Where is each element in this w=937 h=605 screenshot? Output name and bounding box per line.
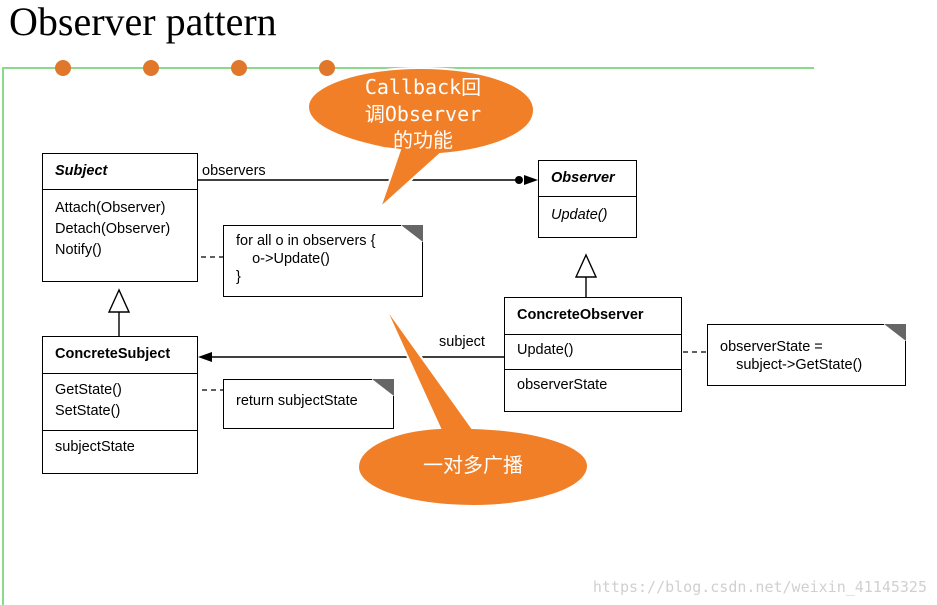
concrete-subject-op-getstate: GetState() [55,382,122,398]
callout-bottom-text: 一对多广播 [423,455,523,477]
observer-class: Observer Update() [538,160,637,238]
subject-op-notify: Notify() [55,242,102,258]
getstate-note: return subjectState [223,379,394,429]
concrete-observer-op-update: Update() [505,334,681,369]
subject-op-attach: Attach(Observer) [55,200,166,216]
concrete-observer-attribute: observerState [505,369,681,399]
callout-top-line1: Callback回 [364,75,482,99]
callout-bubble-top [306,66,536,212]
accent-dot [143,60,159,76]
accent-dot [231,60,247,76]
callout-top-line2: 调Observer [364,102,482,126]
observer-inheritance-triangle [574,253,598,278]
subject-class: Subject Attach(Observer) Detach(Observer… [42,153,198,282]
subject-class-name: Subject [55,163,108,179]
subject-label: subject [439,334,485,350]
concrete-subject-op-setstate: SetState() [55,403,121,419]
callout-top-text: Callback回 调Observer 的功能 [338,74,508,155]
concrete-observer-class: ConcreteObserver Update() observerState [504,297,682,412]
page-title: Observer pattern [9,0,277,44]
observers-multiplicity-dot [515,176,523,184]
subject-op-detach: Detach(Observer) [55,221,171,237]
concrete-subject-class: ConcreteSubject GetState() SetState() su… [42,336,198,474]
callout-bubble-bottom [356,304,590,508]
subject-operations: Attach(Observer) Detach(Observer) Notify… [43,189,197,264]
watermark: https://blog.csdn.net/weixin_41145325 [592,578,927,596]
observer-class-name: Observer [551,170,615,186]
subject-inheritance-triangle [107,288,131,313]
observers-label: observers [202,163,266,179]
frame-left-line [2,67,4,605]
concrete-subject-attribute: subjectState [43,430,197,461]
observer-op-update: Update() [539,196,636,229]
subject-arrowhead [198,352,212,362]
accent-dot [319,60,335,76]
update-note: observerState = subject->GetState() [707,324,906,386]
observers-arrowhead [524,175,538,185]
notify-note: for all o in observers { o->Update() } [223,225,423,297]
concrete-subject-operations: GetState() SetState() [43,373,197,430]
callout-top-line3: 的功能 [393,130,453,152]
concrete-observer-class-name: ConcreteObserver [517,307,644,323]
accent-dot [55,60,71,76]
concrete-subject-class-name: ConcreteSubject [55,346,171,362]
